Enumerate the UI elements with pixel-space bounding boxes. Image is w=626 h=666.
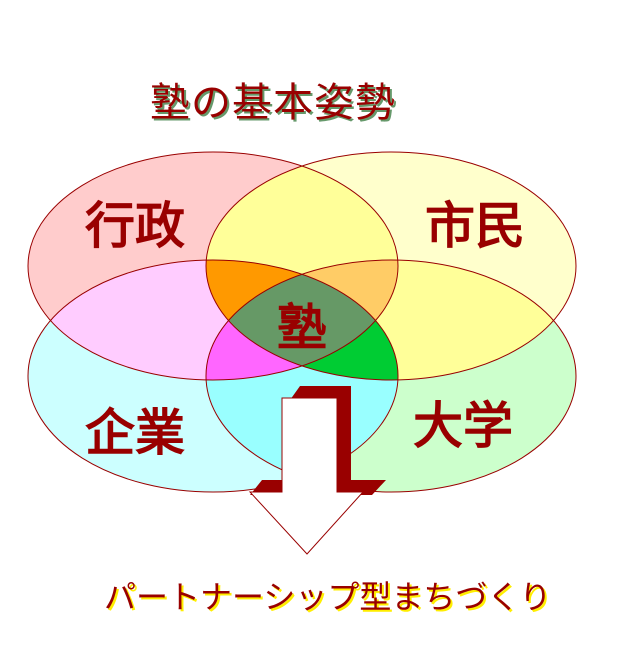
- label-gyosei: 行政: [85, 197, 185, 255]
- label-shimin: 市民: [425, 197, 525, 255]
- ellipse-outlines: [27, 151, 577, 493]
- label-daigaku: 大学: [413, 397, 513, 455]
- down-arrow-icon: [248, 397, 365, 555]
- result-text: パートナーシップ型まちづくり: [104, 578, 552, 616]
- diagram-title: 塾の基本姿勢: [150, 80, 396, 126]
- label-center: 塾: [277, 299, 327, 357]
- label-kigyo: 企業: [85, 404, 185, 462]
